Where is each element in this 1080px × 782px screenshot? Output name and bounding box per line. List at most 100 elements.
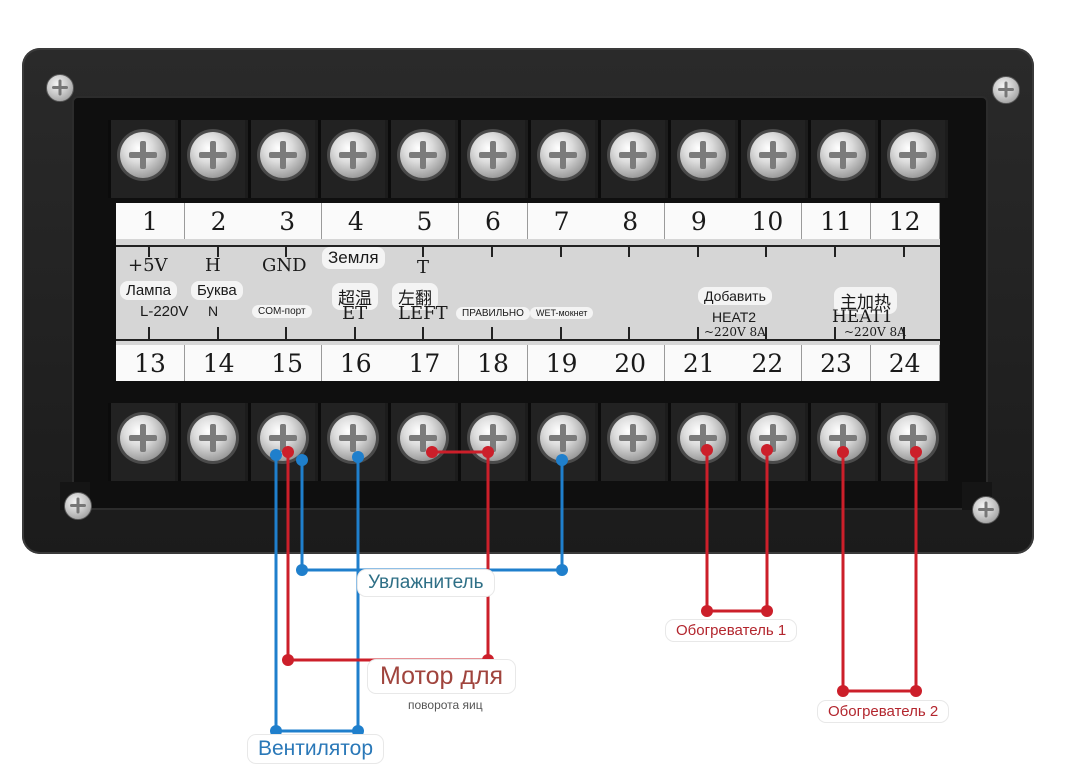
- terminal-number: 5: [390, 203, 460, 239]
- humidifier-wire: [300, 460, 564, 572]
- terminal-cell: [318, 120, 385, 198]
- label-h: H: [205, 255, 221, 276]
- terminal-cell: [388, 403, 455, 481]
- terminal-cell: [738, 403, 805, 481]
- heater2-callout: Обогреватель 2: [818, 701, 949, 722]
- wire-endpoint: [556, 564, 568, 576]
- bottom-bus-line: [116, 339, 940, 341]
- wire-endpoint: [837, 685, 849, 697]
- wire-endpoint: [282, 446, 294, 458]
- terminal-screw-icon: [820, 132, 866, 178]
- terminal-cell: [178, 403, 245, 481]
- terminal-cell: [598, 120, 665, 198]
- terminal-number: 14: [184, 345, 254, 381]
- terminal-number: 16: [321, 345, 391, 381]
- wire-endpoint: [910, 685, 922, 697]
- terminal-tick: [902, 245, 905, 257]
- blue-wire-terminals: [270, 449, 568, 737]
- terminal-number: 17: [390, 345, 460, 381]
- wire-endpoint: [556, 454, 568, 466]
- wire-endpoint: [482, 446, 494, 458]
- wire-endpoint: [296, 564, 308, 576]
- label-t: T: [417, 257, 430, 278]
- terminal-tick: [628, 327, 631, 339]
- terminal-tick: [765, 245, 768, 257]
- terminal-tick: [216, 245, 219, 257]
- wire-endpoint: [296, 454, 308, 466]
- wire-endpoint: [837, 446, 849, 458]
- terminal-number: 1: [116, 203, 185, 239]
- label-dobavit: Добавить: [698, 287, 772, 305]
- motor-callout: Мотор для: [368, 660, 516, 693]
- terminal-screw-icon: [750, 132, 796, 178]
- terminal-tick: [559, 245, 562, 257]
- terminal-number: 15: [253, 345, 323, 381]
- terminal-block-top: [108, 120, 948, 198]
- terminal-cell: [808, 120, 875, 198]
- label-n: N: [208, 303, 219, 319]
- wire-endpoint: [910, 446, 922, 458]
- terminal-block-bottom: [108, 403, 948, 481]
- wire-endpoint: [701, 444, 713, 456]
- label-heat2: HEAT2: [712, 309, 757, 325]
- terminal-screw-icon: [540, 415, 586, 461]
- mounting-screw-icon: [46, 74, 74, 102]
- terminal-cell: [878, 120, 945, 198]
- label-bukva: Буква: [191, 281, 243, 300]
- terminal-cell: [878, 403, 945, 481]
- terminal-screw-icon: [610, 132, 656, 178]
- terminal-screw-icon: [190, 132, 236, 178]
- mounting-screw-icon: [64, 492, 92, 520]
- terminal-number: 19: [527, 345, 597, 381]
- fan-wire: [274, 455, 360, 733]
- terminal-tick: [628, 245, 631, 257]
- terminal-number: 9: [664, 203, 734, 239]
- heater2-wire: [841, 452, 918, 693]
- terminal-number: 24: [870, 345, 940, 381]
- wire-endpoint: [426, 446, 438, 458]
- terminal-cell: [108, 120, 175, 198]
- terminal-number: 21: [664, 345, 734, 381]
- terminal-tick: [834, 327, 836, 339]
- terminal-tick: [148, 245, 150, 257]
- label-main-heat-cn: 主加热: [834, 287, 897, 314]
- terminal-screw-icon: [120, 415, 166, 461]
- wire-endpoint: [352, 451, 364, 463]
- terminal-cell: [738, 120, 805, 198]
- terminal-tick: [422, 327, 425, 339]
- fan-callout: Вентилятор: [248, 735, 383, 763]
- terminal-number: 8: [596, 203, 666, 239]
- terminal-cell: [248, 120, 315, 198]
- terminal-cell: [388, 120, 455, 198]
- terminal-cell: [668, 120, 735, 198]
- label-wet: WET-мокнет: [530, 307, 594, 319]
- heater1-callout: Обогреватель 1: [666, 620, 797, 641]
- wire-endpoint: [270, 725, 282, 737]
- wire-endpoint: [352, 725, 364, 737]
- terminal-cell: [458, 403, 525, 481]
- label-gnd: GND: [262, 255, 307, 276]
- terminal-number: 6: [459, 203, 528, 239]
- terminal-screw-icon: [610, 415, 656, 461]
- terminal-cell: [178, 120, 245, 198]
- terminal-cell: [108, 403, 175, 481]
- label-lamp: Лампа: [120, 281, 177, 300]
- terminal-tick: [765, 327, 768, 339]
- terminal-cell: [318, 403, 385, 481]
- label-left-cn: 左翻: [392, 283, 438, 310]
- terminal-number: 12: [870, 203, 940, 239]
- terminal-tick: [491, 327, 493, 339]
- terminal-tick: [696, 327, 699, 339]
- mounting-screw-icon: [972, 496, 1000, 524]
- terminal-screw-icon: [330, 132, 376, 178]
- terminal-screw-icon: [330, 415, 376, 461]
- label-plus5v: +5V: [128, 255, 168, 276]
- terminal-tick: [491, 245, 493, 257]
- terminal-tick: [285, 327, 288, 339]
- terminal-cell: [248, 403, 315, 481]
- terminal-tick: [216, 327, 219, 339]
